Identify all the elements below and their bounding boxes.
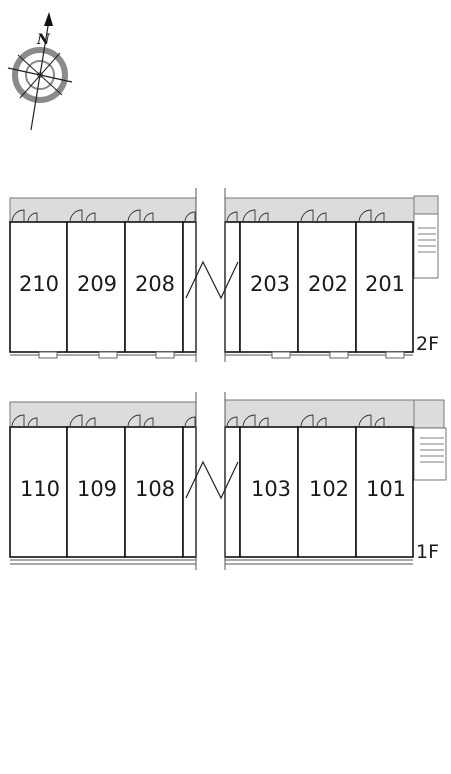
unit-number: 209	[77, 272, 117, 296]
unit-number: 103	[251, 477, 291, 501]
break-zigzag-2f	[185, 260, 239, 300]
floor-label-2f: 2F	[416, 333, 439, 355]
unit-number: 109	[77, 477, 117, 501]
floor-1-plan: 110 109 108 103 102 101 1F	[9, 392, 447, 570]
unit-203-room	[239, 221, 299, 353]
door-209	[69, 209, 96, 223]
unit-102-room	[297, 426, 357, 558]
floor-1-corridor-right	[224, 399, 416, 428]
balcony-201	[385, 351, 405, 359]
door-208	[127, 209, 154, 223]
floor-2-stair-landing	[413, 195, 439, 215]
door-extra-left-2f	[184, 211, 196, 223]
unit-101-room	[355, 426, 414, 558]
floor-label-1f: 1F	[416, 541, 439, 563]
door-extra-right-2f	[226, 211, 238, 223]
unit-number: 201	[365, 272, 405, 296]
unit-210-room	[9, 221, 68, 353]
door-101	[358, 414, 385, 428]
unit-201-room	[355, 221, 414, 353]
door-103	[242, 414, 269, 428]
door-110	[11, 414, 38, 428]
floor-1-corridor-left	[9, 401, 197, 428]
door-203	[242, 209, 269, 223]
north-letter: N	[36, 32, 51, 48]
unit-110-room	[9, 426, 68, 558]
balcony-209	[98, 351, 118, 359]
unit-number: 203	[250, 272, 290, 296]
unit-202-room	[297, 221, 357, 353]
unit-209-room	[66, 221, 126, 353]
unit-number: 202	[308, 272, 348, 296]
balcony-202	[329, 351, 349, 359]
unit-number: 208	[135, 272, 175, 296]
floor-1-stair	[413, 427, 447, 481]
balcony-208	[155, 351, 175, 359]
door-109	[69, 414, 96, 428]
unit-extra-left-2f	[182, 221, 197, 353]
door-202	[300, 209, 327, 223]
floor-2-plan: 210 209 208 203 202 201 2F	[9, 188, 439, 362]
balcony-203	[271, 351, 291, 359]
door-102	[300, 414, 327, 428]
door-210	[11, 209, 38, 223]
unit-103-room	[239, 426, 299, 558]
balcony-210	[38, 351, 58, 359]
compass-inner-ring	[25, 60, 55, 90]
unit-208-room	[124, 221, 184, 353]
unit-109-room	[66, 426, 126, 558]
floor-1-stair-landing	[413, 399, 445, 429]
compass-needle-diag2	[19, 52, 61, 99]
unit-extra-right-2f	[224, 221, 241, 353]
unit-number: 101	[366, 477, 406, 501]
unit-number: 110	[20, 477, 60, 501]
unit-number: 210	[19, 272, 59, 296]
compass: N	[7, 12, 73, 131]
unit-extra-right-1f	[224, 426, 241, 558]
unit-number: 108	[135, 477, 175, 501]
door-108	[127, 414, 154, 428]
unit-number: 102	[309, 477, 349, 501]
door-201	[358, 209, 385, 223]
door-extra-right-1f	[226, 416, 238, 428]
break-zigzag-1f	[185, 460, 239, 500]
door-extra-left-1f	[184, 416, 196, 428]
north-arrow-icon	[44, 12, 53, 26]
compass-outer-ring	[12, 47, 68, 103]
floor-2-corridor-left	[9, 197, 197, 223]
unit-extra-left-1f	[182, 426, 197, 558]
